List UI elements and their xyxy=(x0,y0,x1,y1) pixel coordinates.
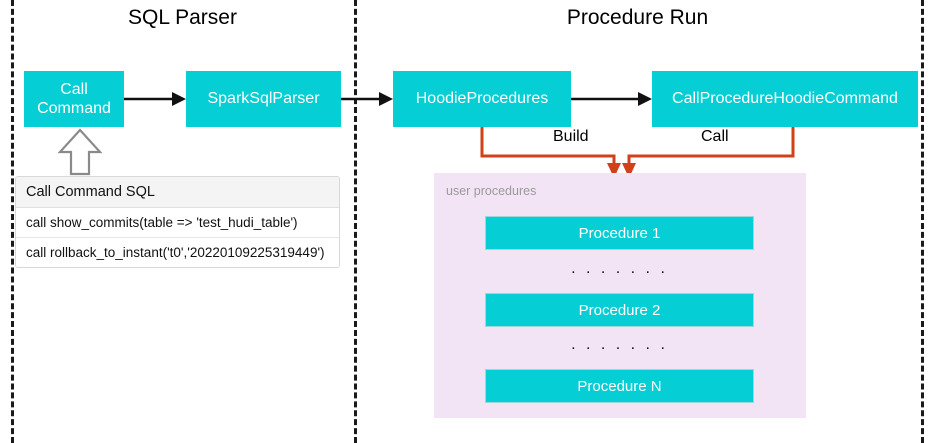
arrow-hoodie-procedures-to-call-procedure-hoodie-command xyxy=(571,92,652,106)
node-hoodie-procedures[interactable]: HoodieProcedures xyxy=(393,71,571,127)
procedure-separator-dots: . . . . . . . xyxy=(571,336,668,353)
sql-table-row: call show_commits(table => 'test_hudi_ta… xyxy=(16,208,339,238)
user-procedures-caption: user procedures xyxy=(446,184,537,198)
call-command-sql-table: Call Command SQL call show_commits(table… xyxy=(15,176,340,268)
node-spark-sql-parser[interactable]: SparkSqlParser xyxy=(186,71,341,127)
procedure-item[interactable]: Procedure N xyxy=(485,369,754,403)
section-title-sql-parser: SQL Parser xyxy=(128,6,237,29)
node-call-procedure-hoodie-command[interactable]: CallProcedureHoodieCommand xyxy=(652,71,918,127)
procedure-item[interactable]: Procedure 2 xyxy=(485,293,754,327)
arrow-spark-sql-parser-to-hoodie-procedures xyxy=(341,92,393,106)
edge-label-build: Build xyxy=(548,128,594,146)
procedure-item[interactable]: Procedure 1 xyxy=(485,216,754,250)
node-call-command[interactable]: Call Command xyxy=(24,71,124,127)
swimlane-divider-left xyxy=(11,0,14,443)
sql-table-header: Call Command SQL xyxy=(16,177,339,208)
block-arrow-up-icon xyxy=(58,128,102,176)
arrow-call-command-to-spark-sql-parser xyxy=(124,92,186,106)
procedure-separator-dots: . . . . . . . xyxy=(571,260,668,277)
section-title-procedure-run: Procedure Run xyxy=(566,6,709,29)
swimlane-divider-middle xyxy=(354,0,357,443)
user-procedures-panel: user procedures Procedure 1 . . . . . . … xyxy=(434,173,806,418)
swimlane-divider-right xyxy=(921,0,924,443)
edge-label-call: Call xyxy=(696,128,734,146)
sql-table-row: call rollback_to_instant('t0','202201092… xyxy=(16,238,339,267)
